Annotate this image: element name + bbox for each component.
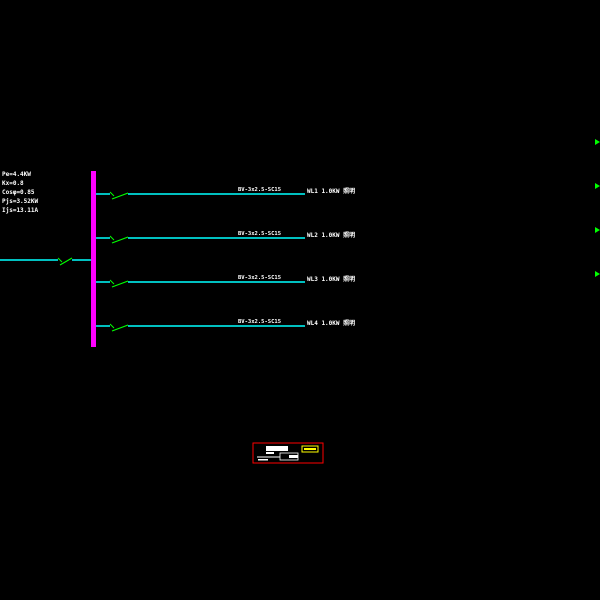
- param-cos: Cosφ=0.85: [2, 189, 35, 196]
- edge-markers: [595, 139, 600, 277]
- circuit-1: BV-3x2.5-SC15 WL1 1.0KW 照明: [96, 187, 355, 200]
- breaker-2-mark: [109, 235, 115, 241]
- incoming-breaker: [59, 257, 73, 266]
- load-parameters: Pe=4.4KW Kx=0.8 Cosφ=0.85 Pjs=3.52KW Ijs…: [2, 171, 39, 214]
- cable-spec-4: BV-3x2.5-SC15: [238, 319, 281, 325]
- param-pjs: Pjs=3.52KW: [2, 198, 39, 205]
- title-frame: [252, 442, 324, 464]
- edge-marker-1: [595, 139, 600, 145]
- cable-spec-1: BV-3x2.5-SC15: [238, 187, 281, 193]
- breaker-2: [111, 236, 129, 244]
- cable-spec-3: BV-3x2.5-SC15: [238, 275, 281, 281]
- title-block: [252, 442, 324, 464]
- breaker-1-mark: [109, 191, 115, 197]
- load-label-3: WL3 1.0KW 照明: [307, 275, 355, 283]
- edge-marker-4: [595, 271, 600, 277]
- param-pe: Pe=4.4KW: [2, 171, 31, 178]
- breaker-4: [111, 324, 129, 332]
- busbar: [91, 171, 96, 347]
- breaker-4-mark: [109, 323, 115, 329]
- edge-marker-3: [595, 227, 600, 233]
- title-block-stamp: [301, 445, 319, 453]
- param-kx: Kx=0.8: [2, 180, 24, 187]
- circuit-2: BV-3x2.5-SC15 WL2 1.0KW 照明: [96, 231, 355, 244]
- load-label-2: WL2 1.0KW 照明: [307, 231, 355, 239]
- param-ijs: Ijs=13.11A: [2, 207, 39, 214]
- breaker-3: [111, 280, 129, 288]
- title-block-logo: [266, 446, 288, 451]
- breaker-1: [111, 192, 129, 200]
- edge-marker-2: [595, 183, 600, 189]
- incoming-breaker-mark: [57, 257, 63, 263]
- circuit-4: BV-3x2.5-SC15 WL4 1.0KW 照明: [96, 319, 355, 332]
- cable-spec-2: BV-3x2.5-SC15: [238, 231, 281, 237]
- circuit-3: BV-3x2.5-SC15 WL3 1.0KW 照明: [96, 275, 355, 288]
- breaker-3-mark: [109, 279, 115, 285]
- load-label-1: WL1 1.0KW 照明: [307, 187, 355, 195]
- incoming-feeder: [0, 257, 92, 266]
- load-label-4: WL4 1.0KW 照明: [307, 319, 355, 327]
